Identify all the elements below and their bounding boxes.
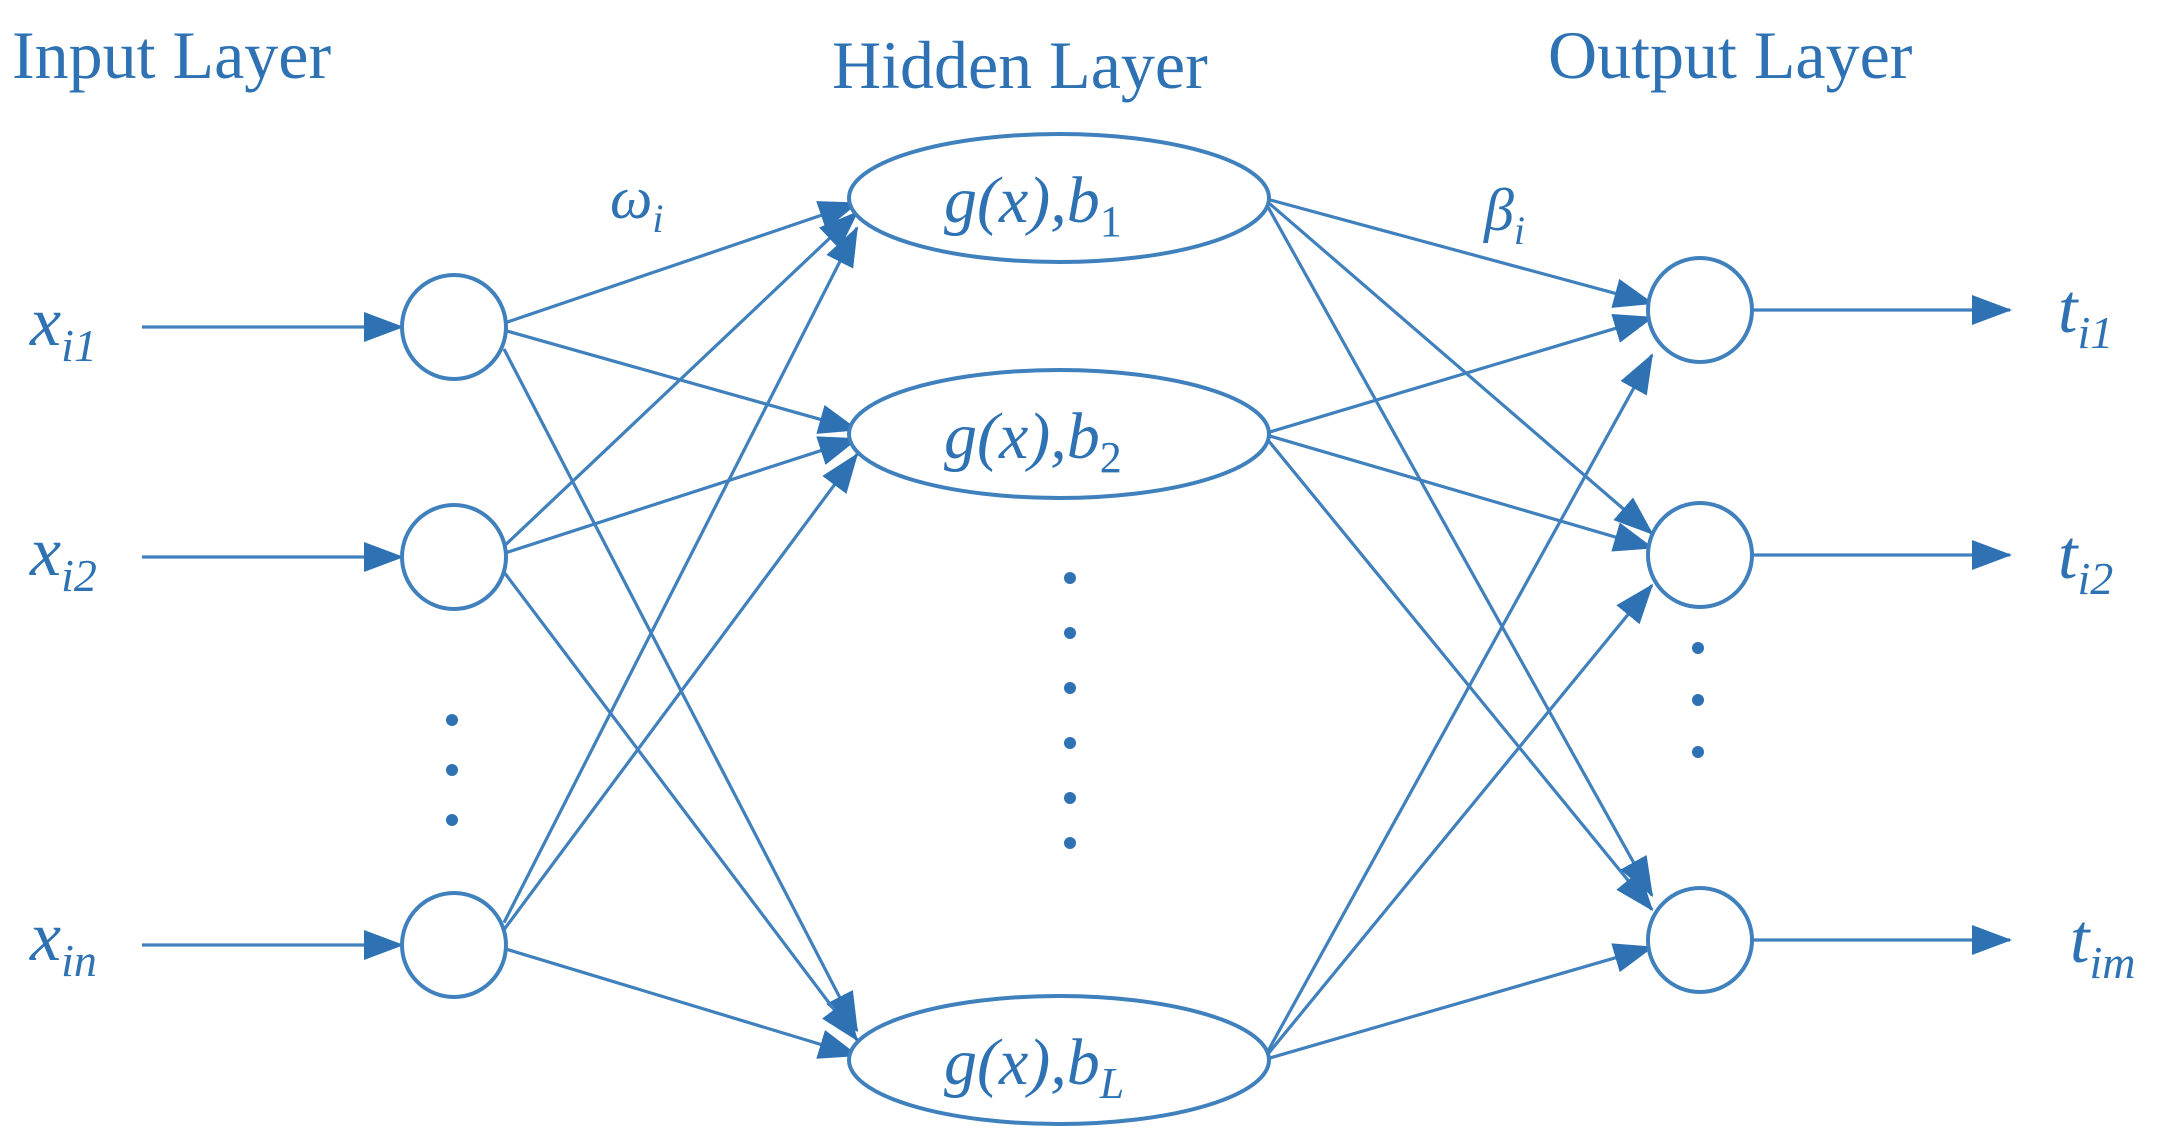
edge-hidden1-output1: [1262, 196, 1654, 308]
input-label-2: xi2: [29, 514, 97, 601]
output-node-m: [1646, 886, 1754, 994]
omega-subscript: i: [652, 196, 663, 241]
edge-hidden1-output3: [1261, 197, 1654, 898]
output-label-1: ti1: [2058, 271, 2113, 358]
output-node-2: [1646, 501, 1754, 609]
edge-input3-hidden2: [502, 452, 859, 931]
edge-input1-hidden1: [503, 201, 859, 325]
input-node-1: [400, 273, 508, 381]
edge-hidden2-output2: [1262, 432, 1654, 552]
edge-hidden2-output3: [1261, 432, 1654, 912]
edge-input3-hidden3: [503, 946, 859, 1059]
edge-hidden3-output1: [1261, 353, 1654, 1061]
beta-subscript: i: [1514, 208, 1525, 253]
edge-hidden2-output1: [1262, 313, 1654, 436]
hidden-node-1: [847, 132, 1271, 264]
edge-hidden3-output3: [1262, 943, 1654, 1062]
edge-input2-hidden3: [502, 571, 859, 1042]
edge-hidden3-output2: [1261, 583, 1654, 1062]
input-node-2: [400, 503, 508, 611]
hidden-ellipsis: [1064, 572, 1076, 849]
output-label-m: tim: [2070, 901, 2135, 988]
edge-input2-hidden1: [502, 210, 859, 548]
hidden-label-1: g(x),b1: [944, 164, 1122, 246]
beta-symbol: β: [1483, 177, 1514, 243]
output-label-2: ti2: [2058, 517, 2113, 604]
hidden-node-L: [847, 994, 1271, 1126]
omega-symbol: ω: [610, 165, 652, 231]
hidden-node-2: [847, 368, 1271, 500]
input-ellipsis: [446, 714, 458, 826]
edge-input3-hidden1: [502, 226, 859, 924]
edge-hidden1-output2: [1261, 196, 1654, 535]
input-node-n: [400, 891, 508, 999]
omega-weight-label: ωi: [610, 165, 664, 241]
hidden-layer-title: Hidden Layer: [832, 27, 1208, 103]
hidden-label-2: g(x),b2: [944, 400, 1122, 482]
input-label-n: xin: [29, 899, 97, 986]
output-ellipsis: [1692, 642, 1704, 758]
hidden-label-L: g(x),bL: [944, 1026, 1124, 1108]
input-layer-title: Input Layer: [12, 17, 331, 93]
connection-edges: [142, 196, 2012, 1062]
beta-weight-label: βi: [1483, 177, 1525, 253]
output-layer-title: Output Layer: [1548, 17, 1913, 93]
input-label-1: xi1: [29, 284, 97, 371]
output-node-1: [1646, 256, 1754, 364]
edge-input2-hidden2: [503, 436, 859, 555]
